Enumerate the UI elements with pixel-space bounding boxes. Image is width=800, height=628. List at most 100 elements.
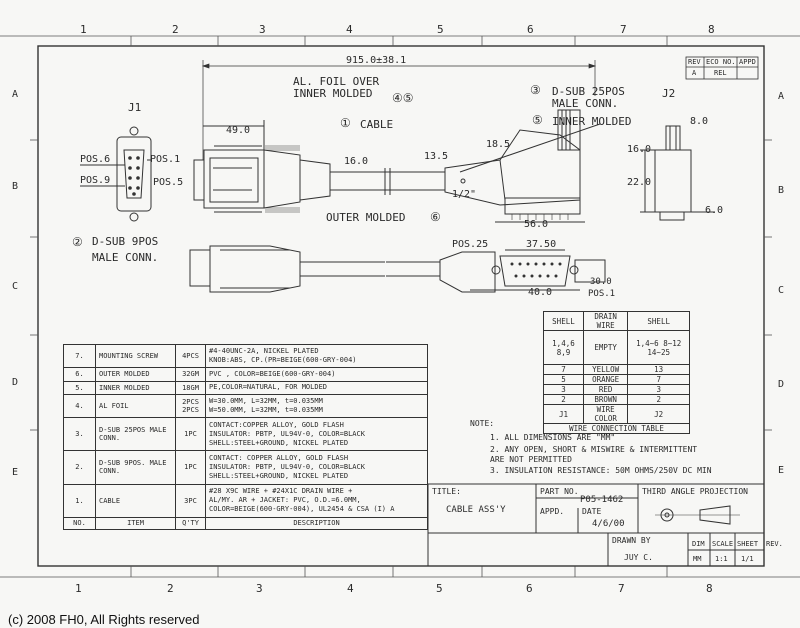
callout-2: ② [72,235,83,249]
bom-header-no: NO. [63,516,96,531]
wct-cell: 2 [627,394,690,405]
wct-cell: SHELL [543,311,584,331]
bill-of-materials: 7. MOUNTING SCREW 4PCS #4-40UNC-2A, NICK… [63,343,428,531]
wct-cell: YELLOW [582,364,629,375]
wct-cell: 5 [543,374,584,385]
zone-right-e: E [778,465,785,476]
wct-cell: 13 [627,364,690,375]
bom-row-7: 7. MOUNTING SCREW 4PCS #4-40UNC-2A, NICK… [63,343,428,369]
zone-bottom-6: 6 [526,582,533,595]
wct-cell: ORANGE [582,374,629,385]
dim-13-5: 13.5 [424,151,449,162]
wct-cell: 3 [543,384,584,395]
wct-row: J1 WIRE COLOR J2 [543,404,690,424]
bom-item: D-SUB 9POS. MALE CONN. [95,450,176,485]
wct-cell: 3 [627,384,690,395]
title-value: CABLE ASS'Y [446,505,506,515]
dim-half-inch: 1/2" [452,189,477,200]
zone-left-d: D [12,377,19,388]
dim-30: 30.0 [590,277,612,287]
zone-top-4: 4 [346,23,353,36]
bom-no: 5. [63,380,96,395]
border-frame [37,45,765,567]
note-3: 3. INSULATION RESISTANCE: 50M OHMS/250V … [490,466,712,475]
bom-row-2: 2. D-SUB 9POS. MALE CONN. 1PC CONTACT: C… [63,450,428,485]
wct-cell: EMPTY [582,330,629,365]
bom-item: AL FOIL [95,393,176,419]
callout-3: ③ [530,83,541,97]
zone-right-c: C [778,285,785,296]
bom-header-qty: Q'TY [175,516,206,531]
wire-connection-table: SHELL DRAIN WIRE SHELL 1,4,6 8,9 EMPTY 1… [543,311,690,434]
j2-label: J2 [662,87,676,100]
title-block [427,483,765,567]
dim-16-a: 16.0 [344,156,369,167]
revision-block [685,56,759,80]
bom-qty: 2PCS 2PCS [175,393,206,419]
bom-row-6: 6. OUTER MOLDED 32GM PVC , COLOR=BEIGE(6… [63,367,428,382]
wct-header: SHELL DRAIN WIRE SHELL [543,311,690,331]
bom-desc: PVC , COLOR=BEIGE(600-GRY-004) [205,367,428,382]
bom-no: 4. [63,393,96,419]
zone-bottom-1: 1 [75,582,82,595]
rev-value: A [692,69,697,77]
rev-label: REV. [766,540,783,548]
bom-qty: 4PCS [175,343,206,369]
bom-row-5: 5. INNER MOLDED 18GM PE,COLOR=NATURAL, F… [63,380,428,395]
overall-dimension [201,60,597,160]
notes-title: NOTE: [470,419,495,428]
j2-side-view [444,109,601,223]
wct-cell: J2 [627,404,690,424]
dsub25-label: D-SUB 25POS [552,85,625,98]
zone-bottom-5: 5 [436,582,443,595]
dim-value: MM [693,555,702,563]
bom-no: 1. [63,483,96,518]
bom-item: OUTER MOLDED [95,367,176,382]
dim-37-5: 37.50 [526,239,557,250]
zone-left-b: B [12,181,19,192]
bom-no: 3. [63,417,96,452]
al-foil-label: AL. FOIL OVER [293,75,380,88]
bom-qty: 1PC [175,450,206,485]
wct-cell: 7 [543,364,584,375]
dim-22: 22.0 [627,177,652,188]
pos9-label: POS.9 [80,175,111,186]
zone-left-e: E [12,467,19,478]
bom-header: NO. ITEM Q'TY DESCRIPTION [63,516,428,531]
j1-label: J1 [128,101,142,114]
wct-row: 7 YELLOW 13 [543,364,690,375]
dim-8: 8.0 [690,116,709,127]
eco-header: ECO NO. [706,58,736,66]
pos6-label: POS.6 [80,154,111,165]
male-conn-j1-label: MALE CONN. [92,251,159,264]
bom-item: CABLE [95,483,176,518]
dim-49: 49.0 [226,125,251,136]
zone-top-1: 1 [80,23,87,36]
bom-desc: #28 X9C WIRE + #24X1C DRAIN WIRE +AL/MY.… [205,483,428,518]
scale-label: SCALE [712,540,734,548]
dim-label: DIM [692,540,705,548]
date-label: DATE [582,507,602,516]
projection-label: THIRD ANGLE PROJECTION [642,487,748,496]
dim-6: 6.0 [705,205,724,216]
zone-left-c: C [12,281,19,292]
bottom-views [189,245,606,293]
wct-cell: BROWN [582,394,629,405]
callout-1: ① [340,116,351,130]
date-value: 4/6/00 [592,519,625,529]
wct-cell: DRAIN WIRE [582,311,629,331]
sheet-label: SHEET [737,540,759,548]
bom-item: MOUNTING SCREW [95,343,176,369]
pos1-j1-label: POS.1 [150,154,181,165]
wct-cell: RED [582,384,629,395]
sheet-value: 1/1 [741,555,754,563]
wct-cell: 2 [543,394,584,405]
j1-face-view [80,126,152,222]
note-1: 1. ALL DIMENSIONS ARE "MM" [490,433,616,442]
outer-molded-label: OUTER MOLDED [326,211,406,224]
wct-cell: J1 [543,404,584,424]
wct-cell: 1,4,6 8,9 [543,330,584,365]
